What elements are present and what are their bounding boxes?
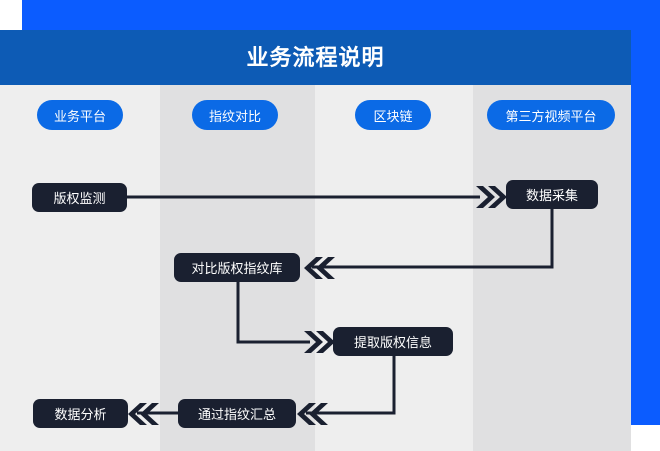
- node-data-collection[interactable]: 数据采集: [506, 180, 598, 209]
- lane-header-blockchain[interactable]: 区块链: [355, 100, 431, 130]
- lane-header-business-platform[interactable]: 业务平台: [37, 100, 123, 130]
- lane-header-third-party-video[interactable]: 第三方视频平台: [487, 100, 615, 130]
- top-left-notch: [0, 0, 22, 30]
- node-extract-copyright-info[interactable]: 提取版权信息: [333, 327, 453, 356]
- lane-header-fingerprint-compare[interactable]: 指纹对比: [192, 100, 278, 130]
- right-accent-band: [631, 0, 660, 425]
- page-title: 业务流程说明: [246, 44, 385, 70]
- node-summarize-fingerprint[interactable]: 通过指纹汇总: [178, 399, 296, 428]
- node-copyright-monitor[interactable]: 版权监测: [32, 183, 127, 212]
- node-data-analysis[interactable]: 数据分析: [33, 399, 128, 428]
- arrow-right-icon-monitor-to-collection: [474, 182, 508, 212]
- swimlane-business-platform: [0, 85, 160, 451]
- arrow-left-icon-summarize-to-analysis: [127, 399, 161, 429]
- arrow-right-icon-compare-to-extract: [302, 327, 336, 357]
- arrow-left-icon-collection-to-compare: [303, 253, 337, 283]
- top-accent-band: [0, 0, 660, 30]
- title-bar: 业务流程说明: [0, 30, 631, 85]
- arrow-left-icon-extract-to-summarize: [296, 399, 330, 429]
- node-compare-fingerprint-db[interactable]: 对比版权指纹库: [174, 253, 300, 282]
